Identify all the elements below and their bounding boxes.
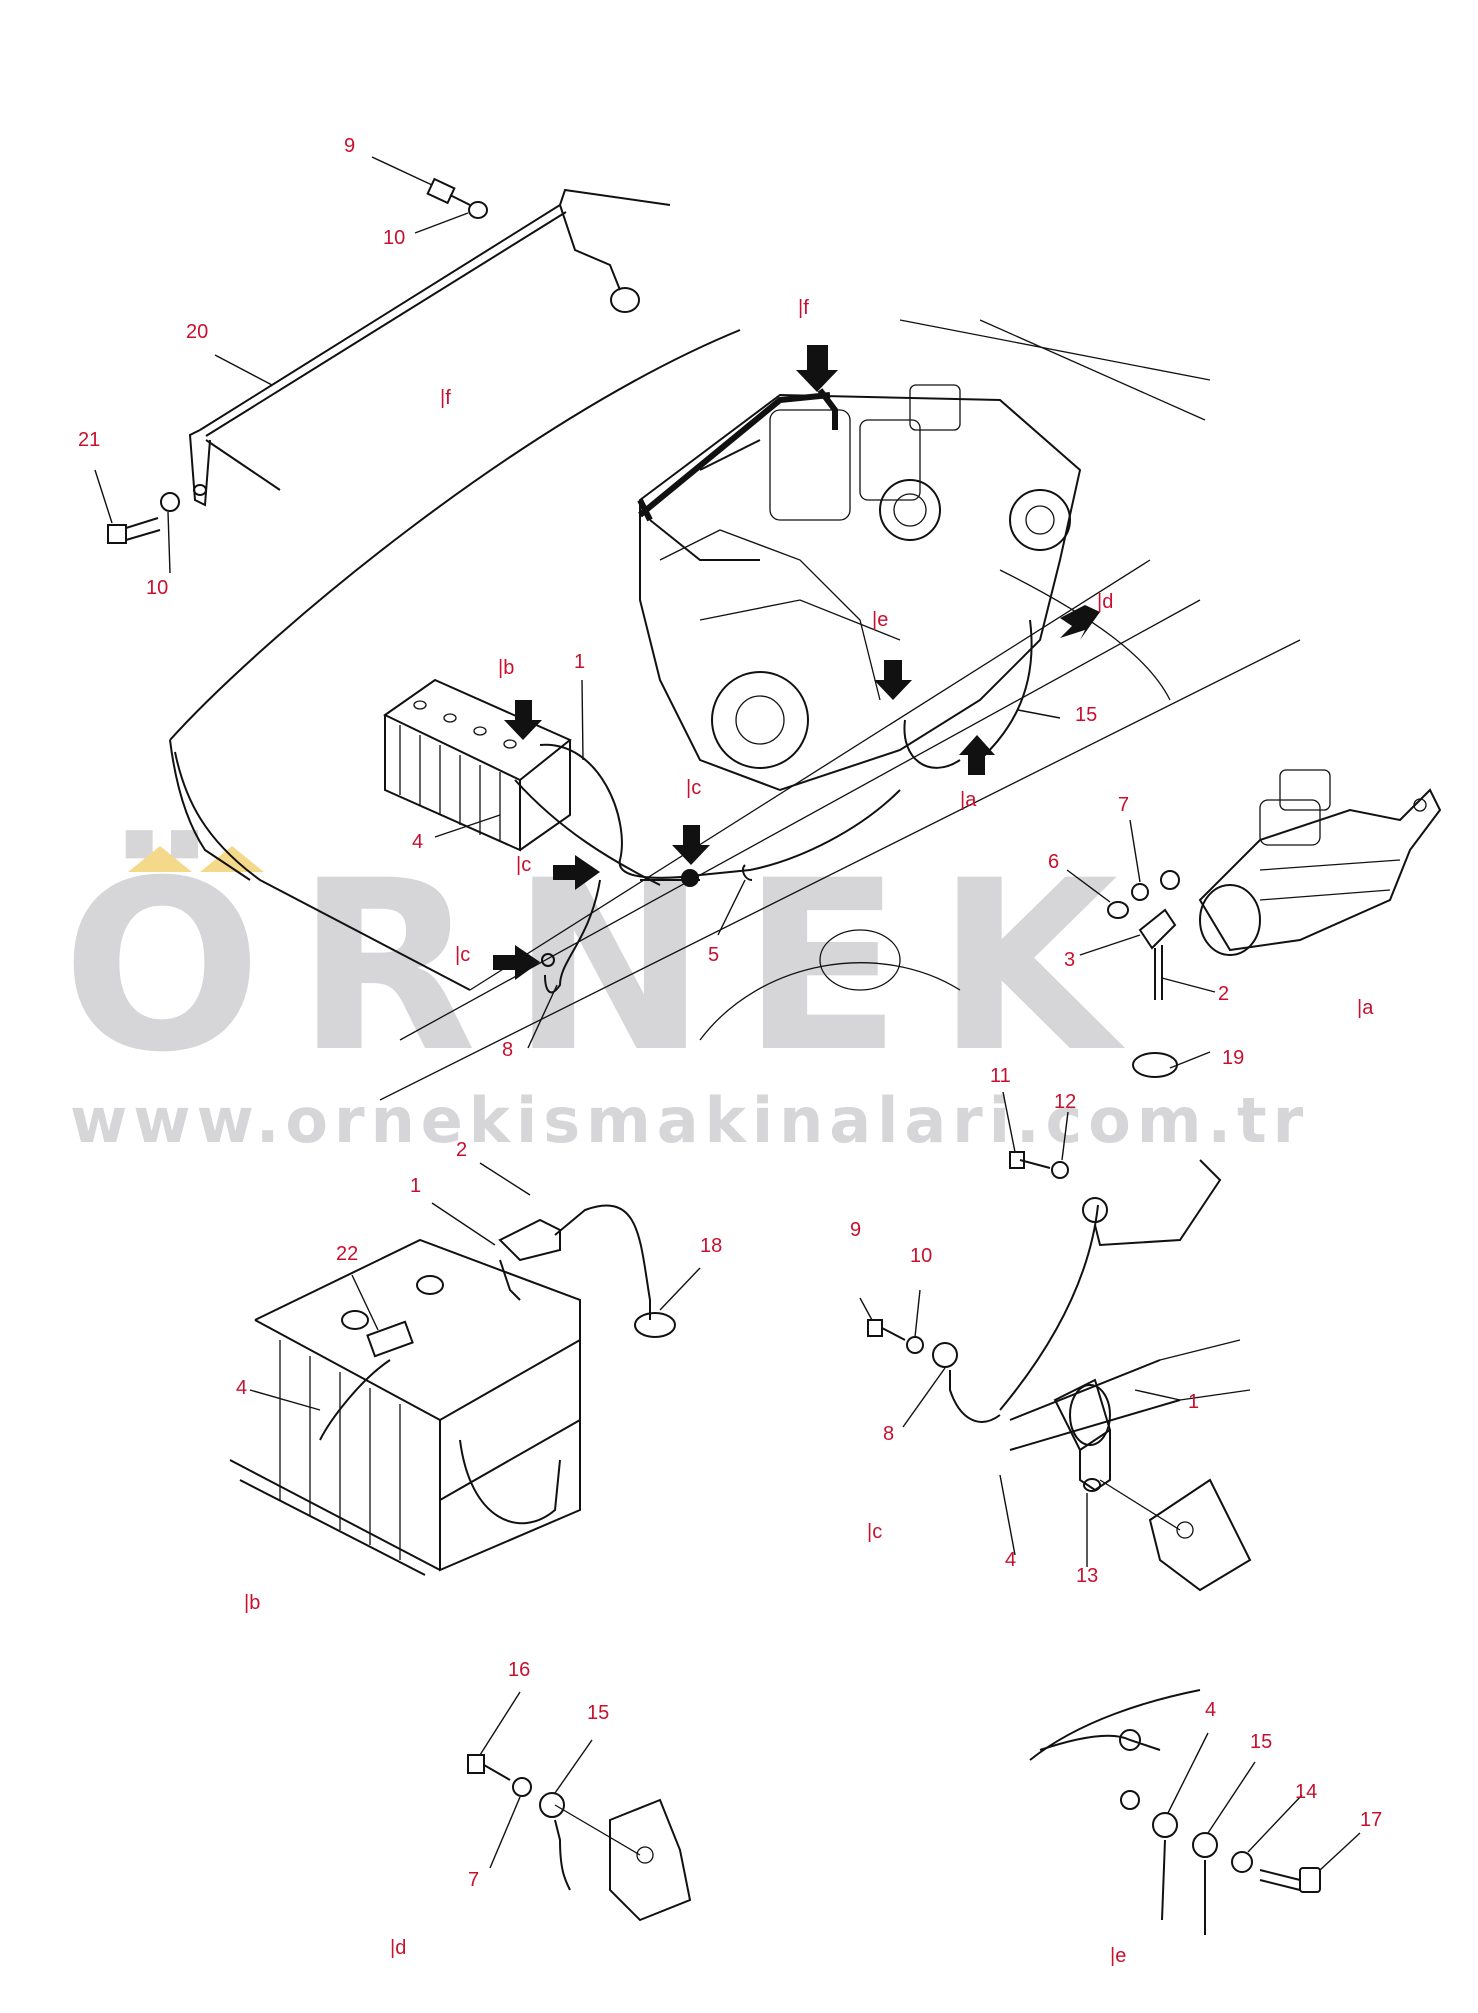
callout-1: 1 bbox=[574, 651, 586, 673]
callout-ref-b: |b bbox=[498, 657, 515, 679]
callout-ref-a: |a bbox=[1357, 997, 1374, 1019]
terminal-15-d bbox=[539, 1792, 565, 1818]
bolt-21 bbox=[107, 517, 161, 544]
callout-ref-b: |b bbox=[244, 1592, 261, 1614]
callout-21: 21 bbox=[78, 429, 101, 451]
leader-lines bbox=[94, 156, 1361, 1871]
callout-4: 4 bbox=[1005, 1549, 1017, 1571]
callout-ref-e: |e bbox=[872, 609, 889, 631]
pointer-arrows bbox=[493, 345, 1100, 980]
battery-detail-b bbox=[229, 1204, 676, 1576]
callout-7: 7 bbox=[1118, 794, 1130, 816]
terminal-4-e bbox=[1152, 1812, 1178, 1838]
callout-10: 10 bbox=[383, 227, 406, 249]
callout-2: 2 bbox=[456, 1139, 468, 1161]
terminal-15-e bbox=[1192, 1832, 1218, 1858]
callout-16: 16 bbox=[508, 1659, 531, 1681]
bolt-17 bbox=[1259, 1869, 1301, 1891]
washer-10-left bbox=[160, 492, 180, 512]
callout-11: 11 bbox=[990, 1065, 1011, 1087]
callout-15: 15 bbox=[587, 1702, 610, 1724]
bolt-9-c bbox=[867, 1319, 883, 1337]
watermark-logo: ÖRNEK bbox=[62, 831, 1153, 1104]
washer-7-d bbox=[512, 1777, 532, 1797]
watermark-accent-right bbox=[200, 846, 264, 872]
callout-6: 6 bbox=[1048, 851, 1060, 873]
callout-ref-c: |c bbox=[516, 854, 532, 876]
callout-18: 18 bbox=[700, 1235, 723, 1257]
washer-10-c bbox=[906, 1336, 924, 1354]
callout-10: 10 bbox=[146, 577, 169, 599]
washer-12 bbox=[1051, 1161, 1069, 1179]
cable-2 bbox=[1154, 945, 1163, 1000]
frame-plate-d bbox=[609, 1798, 692, 1922]
callout-9: 9 bbox=[344, 135, 356, 157]
callout-ref-f: |f bbox=[440, 387, 451, 409]
washer-10-top bbox=[468, 201, 488, 219]
callout-ref-c: |c bbox=[686, 777, 702, 799]
ground-detail-d bbox=[467, 1754, 692, 1922]
callout-10: 10 bbox=[910, 1245, 933, 1267]
callout-1: 1 bbox=[410, 1175, 422, 1197]
callout-ref-d: |d bbox=[390, 1937, 407, 1959]
watermark-url: www.ornekismakinalari.com.tr bbox=[70, 1084, 1310, 1157]
callout-ref-a: |a bbox=[960, 789, 977, 811]
callout-ref-f: |f bbox=[798, 297, 809, 319]
callout-ref-c: |c bbox=[455, 944, 471, 966]
callout-17: 17 bbox=[1360, 1809, 1383, 1831]
terminal-ring bbox=[1160, 870, 1180, 890]
callout-13: 13 bbox=[1076, 1565, 1099, 1587]
battery-top bbox=[383, 678, 572, 852]
machine-body-outline bbox=[169, 319, 1301, 1101]
callout-15: 15 bbox=[1075, 704, 1098, 726]
callout-8: 8 bbox=[883, 1423, 895, 1445]
callout-22: 22 bbox=[336, 1243, 359, 1265]
callout-20: 20 bbox=[186, 321, 209, 343]
clamp-detail-c bbox=[867, 1151, 1252, 1592]
callout-2: 2 bbox=[1218, 983, 1230, 1005]
callout-19: 19 bbox=[1222, 1047, 1245, 1069]
watermark-accent-left bbox=[128, 846, 192, 872]
callout-5: 5 bbox=[708, 944, 720, 966]
callout-ref-d: |d bbox=[1097, 591, 1114, 613]
starter-motor bbox=[1198, 769, 1442, 956]
callout-1: 1 bbox=[1188, 1391, 1200, 1413]
bolt-16 bbox=[467, 1754, 485, 1774]
callout-4: 4 bbox=[1205, 1699, 1217, 1721]
callout-9: 9 bbox=[850, 1219, 862, 1241]
callout-3: 3 bbox=[1064, 949, 1076, 971]
callout-4: 4 bbox=[412, 831, 424, 853]
callout-7: 7 bbox=[468, 1869, 480, 1891]
callout-12: 12 bbox=[1054, 1091, 1077, 1113]
cables-main bbox=[514, 619, 1033, 994]
starter-terminal-parts bbox=[1107, 870, 1180, 1078]
clip-19 bbox=[1132, 1052, 1178, 1078]
callout-ref-e: |e bbox=[1110, 1945, 1127, 1967]
frame-plate-c bbox=[1148, 1478, 1252, 1592]
nut-6 bbox=[1107, 901, 1129, 919]
ground-detail-e bbox=[1029, 1689, 1321, 1935]
washer-7 bbox=[1131, 883, 1149, 901]
boot-3 bbox=[1138, 908, 1177, 950]
engine-block bbox=[637, 384, 1082, 792]
support-rod-assembly bbox=[107, 177, 671, 544]
callout-15: 15 bbox=[1250, 1731, 1273, 1753]
bolt-9-top bbox=[426, 177, 471, 206]
callout-ref-c: |c bbox=[867, 1521, 883, 1543]
callout-8: 8 bbox=[502, 1039, 514, 1061]
callout-14: 14 bbox=[1295, 1781, 1318, 1803]
washer-14 bbox=[1231, 1851, 1253, 1873]
callout-4: 4 bbox=[236, 1377, 248, 1399]
